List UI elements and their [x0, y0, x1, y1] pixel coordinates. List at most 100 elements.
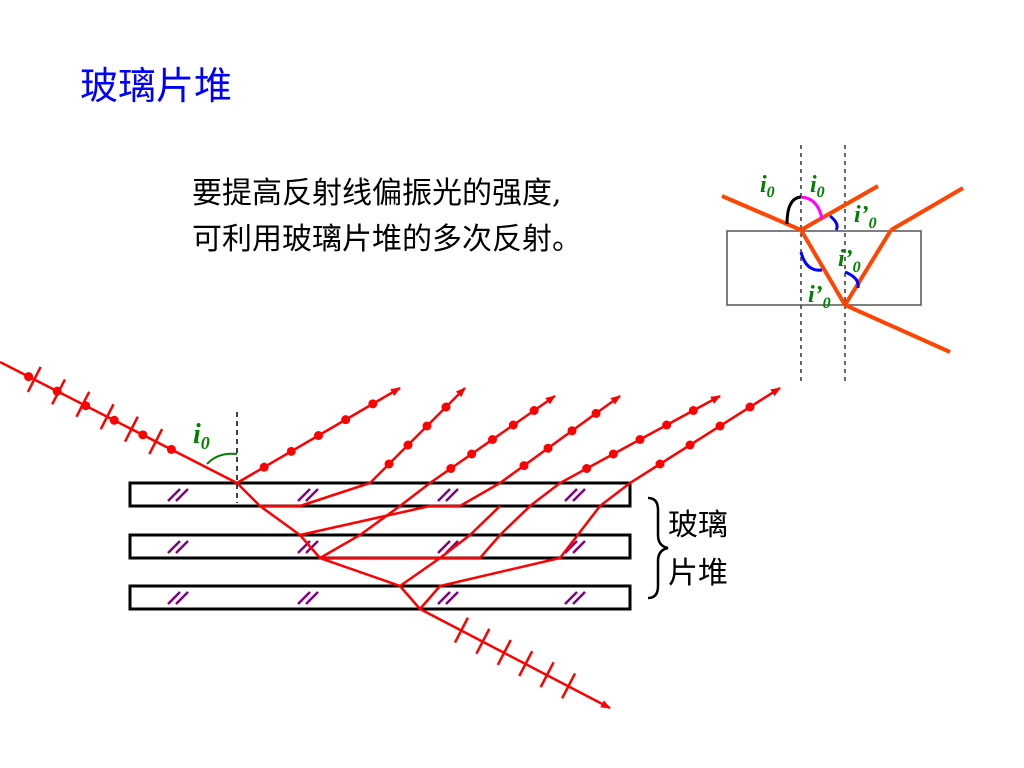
inset-reflected-ray — [800, 184, 879, 232]
glass-hatch-mark — [572, 591, 586, 605]
inset-label-i0-left: i0 — [760, 172, 775, 201]
inset-glass-plate — [726, 230, 922, 306]
glass-stack-label: 玻璃 片堆 — [668, 502, 728, 598]
glass-hatch-mark — [175, 488, 189, 502]
polarization-tick — [26, 366, 42, 393]
polarization-tick — [99, 403, 115, 430]
polarization-dot — [685, 440, 695, 450]
incidence-angle-arc — [206, 452, 238, 465]
glass-plate-3 — [128, 584, 632, 611]
glass-hatch-mark — [564, 488, 578, 502]
glass-hatch-mark — [175, 591, 189, 605]
inset-label-refr-3: i’0 — [808, 282, 831, 312]
inset-refracted-ray — [799, 228, 847, 307]
inset-arc-refraction — [829, 214, 839, 231]
polarization-dot — [24, 372, 34, 382]
glass-hatch-mark — [297, 488, 311, 502]
glass-hatch-mark — [437, 540, 451, 554]
polarization-dot — [508, 420, 518, 430]
inset-arc-reflected — [800, 195, 824, 220]
glass-stack-brace — [647, 496, 669, 600]
polarization-tick — [148, 428, 164, 455]
glass-hatch-mark — [167, 488, 181, 502]
incidence-angle-label: i0 — [193, 419, 210, 453]
glass-hatch-mark — [437, 488, 451, 502]
glass-hatch-mark — [167, 591, 181, 605]
description-line-1: 要提高反射线偏振光的强度, — [192, 176, 562, 211]
polarization-dot — [259, 462, 269, 472]
polarization-dot — [519, 461, 529, 471]
polarization-dot — [567, 426, 577, 436]
polarization-dot — [81, 401, 91, 411]
polarization-dot — [166, 444, 176, 454]
polarization-dot — [403, 440, 413, 450]
glass-hatch-mark — [305, 488, 319, 502]
transmitted-ray — [419, 607, 611, 710]
polarization-dot — [384, 459, 394, 469]
internal-path-5 — [419, 505, 601, 610]
glass-plate-2 — [128, 533, 632, 560]
reflected-ray-2 — [299, 387, 466, 508]
inset-diagram: i0 i0 i’0 i’0 i’0 — [721, 145, 965, 385]
polarization-dot — [662, 420, 672, 430]
glass-hatch-mark — [175, 540, 189, 554]
refracted-main-path — [236, 482, 421, 610]
polarization-tick — [123, 416, 139, 443]
polarization-dots — [24, 372, 755, 473]
inset-internal-reflected-ray — [843, 228, 893, 307]
polarization-dot — [422, 421, 432, 431]
polarization-tick — [518, 650, 534, 677]
polarization-dot — [109, 415, 119, 425]
polarization-dot — [286, 446, 296, 456]
polarization-dot — [441, 402, 451, 412]
internal-path-4 — [320, 505, 531, 560]
polarization-tick — [539, 661, 555, 688]
polarization-tick — [453, 617, 469, 644]
glass-hatch-mark — [445, 488, 459, 502]
polarization-dot — [138, 430, 148, 440]
polarization-dot — [488, 435, 497, 444]
polarization-dot — [52, 386, 62, 396]
inset-label-i0-right: i0 — [810, 172, 825, 201]
glass-hatch-mark — [445, 591, 459, 605]
polarization-dot — [591, 408, 601, 418]
polarization-tick — [496, 639, 512, 666]
polarization-tick — [561, 672, 577, 699]
polarization-dot — [655, 459, 665, 469]
polarization-dot — [467, 449, 477, 459]
inset-arc-incident — [785, 195, 802, 225]
inset-label-refr-2: i’0 — [838, 246, 861, 276]
polarization-dot — [745, 402, 755, 412]
glass-stack-label-line-1: 玻璃 — [668, 508, 728, 543]
glass-hatch-mark — [564, 540, 578, 554]
polarization-dot — [314, 431, 323, 440]
polarization-dot — [543, 443, 553, 453]
glass-hatch-mark — [297, 591, 311, 605]
polarization-dot — [715, 421, 725, 431]
incident-ray — [0, 360, 238, 485]
polarization-dot — [688, 406, 698, 415]
polarization-dot — [368, 399, 378, 409]
polarization-dot — [582, 464, 592, 473]
polarization-dot — [635, 435, 645, 444]
internal-path-6 — [299, 504, 460, 537]
description-line-2: 可利用玻璃片堆的多次反射。 — [192, 222, 582, 257]
glass-hatch-mark — [167, 540, 181, 554]
polarization-dot — [608, 449, 618, 459]
inset-label-refr-1: i’0 — [854, 202, 877, 232]
reflected-ray-4 — [459, 394, 621, 508]
polarization-tick — [475, 628, 491, 655]
glass-hatch-mark — [437, 591, 451, 605]
glass-hatch-marks — [167, 488, 586, 605]
glass-hatch-mark — [572, 488, 586, 502]
polarization-dot — [529, 406, 539, 415]
reflected-ray-6 — [599, 386, 781, 507]
slide-title: 玻璃片堆 — [80, 64, 233, 108]
inset-exit-ray — [889, 186, 965, 232]
inset-transmitted-ray — [844, 303, 951, 354]
inset-arc-internal — [799, 251, 823, 272]
polarization-dot — [341, 415, 351, 425]
glass-hatch-mark — [305, 591, 319, 605]
glass-hatch-mark — [572, 540, 586, 554]
